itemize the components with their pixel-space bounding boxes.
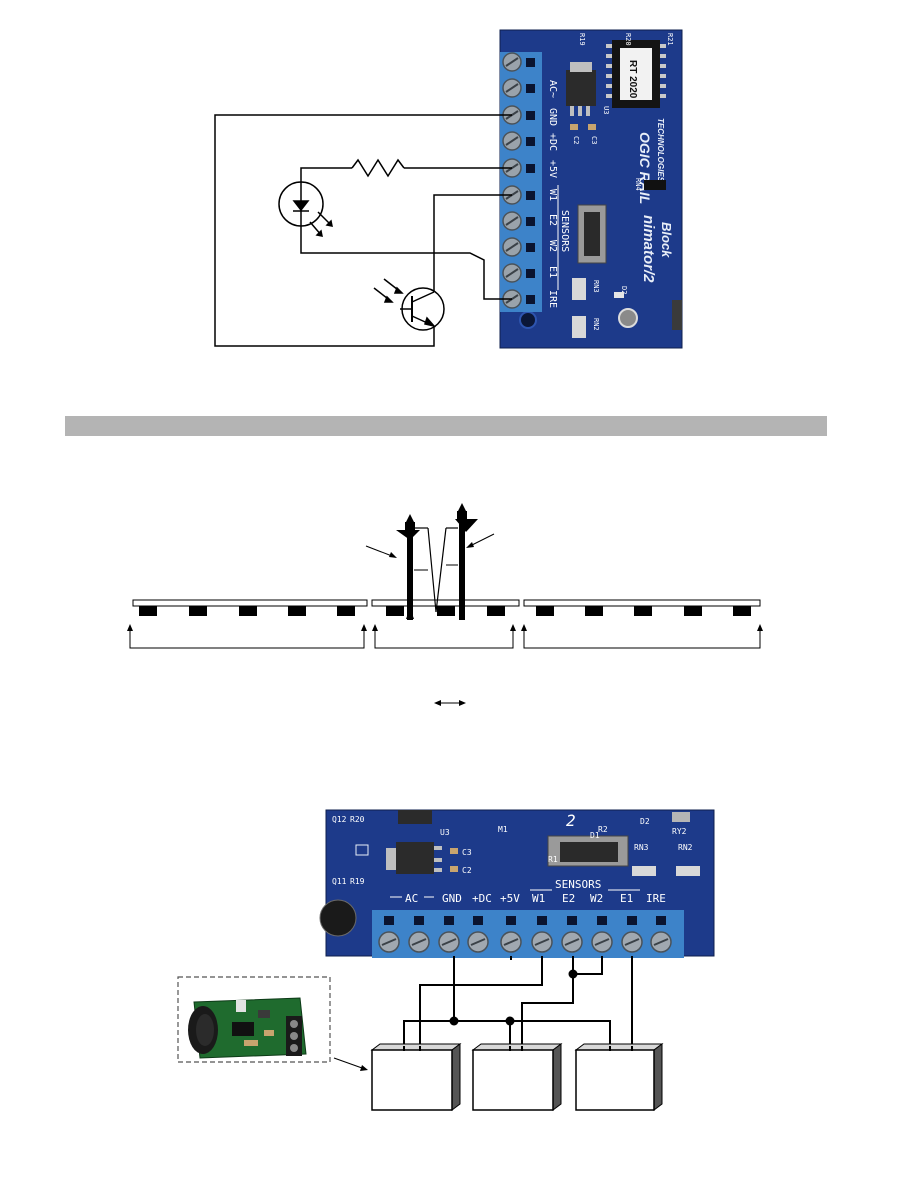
top-chip-label: RT 2020 (627, 60, 638, 99)
top-terminal-labels: AC~ GND +DC +5V W1 E2 W2 E1 IRE SENSORS (547, 80, 570, 308)
svg-text:Q12: Q12 (332, 815, 347, 824)
detector-box-1 (370, 1043, 462, 1111)
svg-text:R1: R1 (548, 855, 558, 864)
svg-text:C2: C2 (572, 136, 580, 144)
detector-boxes (370, 1043, 664, 1111)
silk-line-1: OGIC RAIL (637, 132, 653, 204)
bottom-label-sensors: SENSORS (555, 878, 601, 891)
svg-text:RN3: RN3 (592, 280, 600, 293)
bottom-regulator (396, 842, 434, 874)
svg-text:RN3: RN3 (634, 843, 649, 852)
top-board-photo: AC~ GND +DC +5V W1 E2 W2 E1 IRE SENSORS … (499, 29, 683, 349)
svg-text:R19: R19 (350, 877, 365, 886)
svg-text:R20: R20 (624, 33, 632, 46)
rail-block-middle (371, 599, 520, 607)
ties (139, 606, 751, 616)
svg-text:D2: D2 (620, 286, 628, 294)
svg-text:D1: D1 (590, 831, 600, 840)
svg-text:D2: D2 (640, 817, 650, 826)
bottom-board-photo: Q12 R20 U3 Q11 R19 C3 C2 R1 D1 R2 RN3 RN… (319, 809, 715, 958)
bottom-terminal-screws (378, 931, 672, 953)
svg-text:RN4: RN4 (634, 178, 642, 191)
top-schematic (214, 114, 512, 347)
svg-text:Q11: Q11 (332, 877, 347, 886)
rail-block-right (523, 599, 761, 607)
top-label-ire: IRE (547, 290, 558, 308)
bottom-capacitor (319, 899, 357, 937)
block-brackets (129, 630, 761, 649)
bottom-terminal-labels: AC GND +DC +5V W1 E2 W2 E1 IRE (405, 892, 666, 905)
callout-arrow-left (365, 545, 393, 557)
rail-block-left (132, 599, 368, 607)
top-label-ac: AC~ (547, 80, 558, 98)
svg-text:C3: C3 (462, 848, 472, 857)
top-label-5v: +5V (547, 160, 558, 178)
wire-w1 (419, 956, 543, 1050)
mount-hole-top (519, 311, 537, 329)
svg-text:2: 2 (566, 811, 576, 830)
bottom-label-ac: AC (405, 892, 418, 905)
top-label-e1: E1 (547, 266, 558, 278)
bottom-label-gnd: GND (442, 892, 462, 905)
svg-text:U3: U3 (602, 106, 610, 114)
silk-line-3: Block (659, 222, 674, 258)
top-terminal-screws (502, 52, 522, 309)
top-component-labels: R19 R20 R21 C2 C3 U3 RN4 RN3 RN2 D2 (572, 33, 674, 331)
top-regulator (566, 70, 596, 106)
svg-text:M1: M1 (498, 825, 508, 834)
bottom-label-e2: E2 (562, 892, 575, 905)
bottom-label-5v: +5V (500, 892, 520, 905)
bottom-label-w2: W2 (590, 892, 603, 905)
detector-box-2 (471, 1043, 563, 1111)
svg-text:R20: R20 (350, 815, 365, 824)
section-header-bar (65, 416, 827, 436)
detector-box-3 (574, 1043, 664, 1111)
silk-line-2: TECHNOLOGIES (656, 118, 665, 183)
resistor (351, 158, 405, 178)
wire-e2 (521, 956, 574, 1050)
track-diagram (127, 503, 763, 706)
bottom-component-labels: Q12 R20 U3 Q11 R19 C3 C2 R1 D1 R2 RN3 RN… (332, 811, 693, 886)
wire-w2 (573, 956, 603, 975)
top-label-gnd: GND (547, 108, 558, 126)
bottom-label-e1: E1 (620, 892, 633, 905)
double-arrow-icon (434, 700, 466, 706)
bottom-label-dc: +DC (472, 892, 492, 905)
svg-text:C2: C2 (462, 866, 472, 875)
svg-text:RN2: RN2 (592, 318, 600, 331)
silk-line-4: nimator/2 (640, 215, 657, 283)
signal-right (435, 503, 478, 620)
svg-text:R21: R21 (666, 33, 674, 46)
top-label-sensors: SENSORS (559, 210, 570, 252)
sensor-wire (433, 194, 512, 292)
bottom-wiring (403, 956, 633, 1050)
bottom-label-w1: W1 (532, 892, 545, 905)
wire-junctions (449, 969, 578, 1026)
top-label-dc: +DC (547, 133, 558, 151)
svg-text:C3: C3 (590, 136, 598, 144)
svg-text:RY2: RY2 (672, 827, 687, 836)
inset-arrow (333, 1057, 363, 1069)
gnd-wire (214, 114, 512, 347)
svg-text:RN2: RN2 (678, 843, 693, 852)
bottom-label-ire: IRE (646, 892, 666, 905)
top-label-w1: W1 (547, 189, 558, 201)
signal-left (396, 514, 437, 620)
svg-text:R2: R2 (598, 825, 608, 834)
detector-photo-inset (177, 976, 331, 1063)
top-label-e2: E2 (547, 214, 558, 226)
callout-arrow-right (469, 533, 495, 547)
svg-text:U3: U3 (440, 828, 450, 837)
svg-text:R19: R19 (578, 33, 586, 46)
top-label-w2: W2 (547, 240, 558, 252)
